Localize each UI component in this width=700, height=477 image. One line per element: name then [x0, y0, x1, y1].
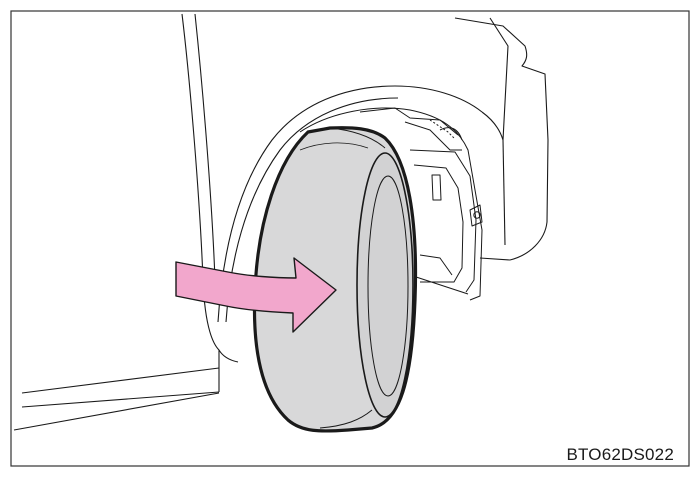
tire — [252, 126, 418, 433]
rotation-arrow — [175, 257, 337, 333]
figure-frame — [10, 10, 690, 467]
tire-rim-edge — [367, 175, 409, 397]
tire-sidewall — [356, 152, 414, 418]
car-body — [13, 13, 549, 431]
figure-code: BTO62DS022 — [566, 445, 674, 464]
wheel-well — [299, 107, 483, 301]
